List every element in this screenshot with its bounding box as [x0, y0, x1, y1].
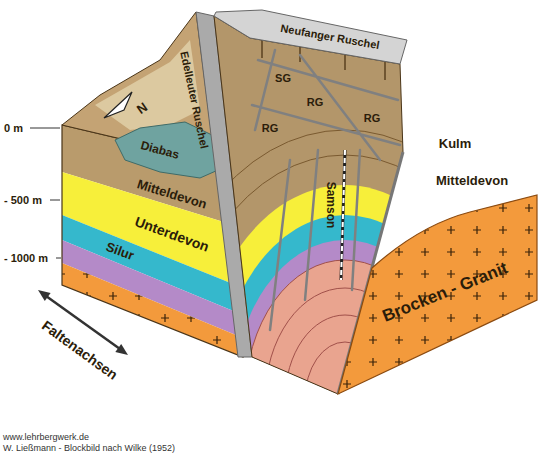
- map-label: RG: [307, 97, 324, 108]
- map-label: Brocken - Granit: [380, 259, 510, 325]
- map-label: www.lehrbergwerk.de: [3, 433, 89, 442]
- map-label: SG: [275, 73, 291, 84]
- arrow-head: [38, 290, 51, 301]
- fold-line: [150, 130, 540, 455]
- north-arrow: [104, 92, 132, 118]
- map-label: Mitteldevon: [136, 177, 209, 211]
- map-label: Faltenachsen: [40, 318, 121, 382]
- map-label: 0 m: [4, 123, 23, 134]
- map-label: Kulm: [439, 137, 472, 150]
- map-label: Samson: [325, 182, 337, 229]
- raised-block-top: [214, 10, 407, 64]
- map-label: - 500 m: [4, 195, 42, 206]
- map-label: Diabas: [139, 139, 180, 161]
- map-label: Unterdevon: [133, 214, 211, 254]
- map-label: N: [134, 100, 149, 116]
- depth-ticks: [30, 128, 61, 258]
- arrow-head: [115, 344, 128, 355]
- map-label: W. Ließmann - Blockbild nach Wilke (1952…: [3, 444, 175, 453]
- map-label: Mitteldevon: [436, 174, 508, 187]
- map-label: Silur: [104, 240, 136, 262]
- map-label: - 1000 m: [4, 253, 48, 264]
- map-label: RG: [364, 113, 381, 124]
- map-label: Neufanger Ruschel: [280, 23, 381, 51]
- anticline: [150, 0, 540, 455]
- shaft: [341, 150, 345, 280]
- granite-base: [62, 263, 243, 357]
- map-label: RG: [262, 123, 279, 134]
- granite-face: [338, 195, 537, 394]
- map-label: Edelleuter Ruschel: [178, 50, 209, 149]
- shaft: [341, 150, 345, 280]
